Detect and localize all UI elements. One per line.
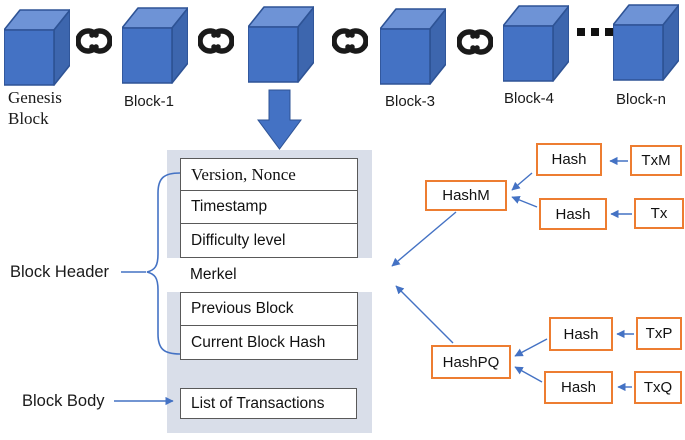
row-difficulty-level: Difficulty level [180, 223, 358, 258]
row-previous-block: Previous Block [180, 292, 358, 326]
block-4-label: Block-4 [504, 90, 555, 107]
arrow-hash-hashm-1 [511, 172, 533, 191]
txm-box: TxM [630, 145, 682, 176]
row-timestamp: Timestamp [180, 190, 358, 224]
chain-link-icon [200, 31, 232, 51]
row-list-of-transactions: List of Transactions [180, 388, 357, 419]
arrow-hash-hashpq-2 [514, 366, 543, 383]
tx-box: Tx [634, 198, 684, 229]
arrow-hash-hashpq-1 [514, 338, 548, 357]
txq-box: TxQ [634, 371, 682, 404]
chain-link-icon [459, 32, 491, 52]
row-current-block-hash: Current Block Hash [180, 325, 358, 360]
chain-link-icon [78, 31, 110, 51]
hash-box-2: Hash [539, 198, 607, 230]
block-header-label: Block Header [10, 263, 110, 281]
row-merkle: Merkel [167, 258, 386, 292]
genesis-block-label: Genesis Block [8, 88, 62, 128]
block-3-label: Block-3 [385, 93, 436, 110]
block-2-cube [248, 6, 314, 83]
hash-box-4: Hash [544, 371, 613, 404]
block-1-cube [122, 7, 188, 84]
block-n-cube [613, 4, 679, 81]
txp-box: TxP [636, 317, 682, 350]
block-3-cube [380, 8, 446, 85]
chain-link-icon [334, 31, 366, 51]
block-body-label: Block Body [22, 392, 105, 410]
block-n-label: Block-n [616, 91, 667, 108]
hash-box-1: Hash [536, 143, 602, 176]
hashm-box: HashM [425, 180, 507, 211]
arrow-hash-hashm-2 [511, 195, 538, 208]
row-version-nonce: Version, Nonce [180, 158, 358, 191]
hash-box-3: Hash [549, 317, 613, 351]
hashpq-box: HashPQ [431, 345, 511, 379]
block-4-cube [503, 5, 569, 82]
genesis-block-cube [4, 9, 70, 86]
down-arrow-icon [257, 89, 302, 150]
arrow-hashpq-merkle [395, 285, 454, 344]
block-1-label: Block-1 [124, 93, 175, 110]
arrow-hashm-merkle [391, 211, 457, 267]
ellipsis-dots-icon [577, 28, 613, 36]
